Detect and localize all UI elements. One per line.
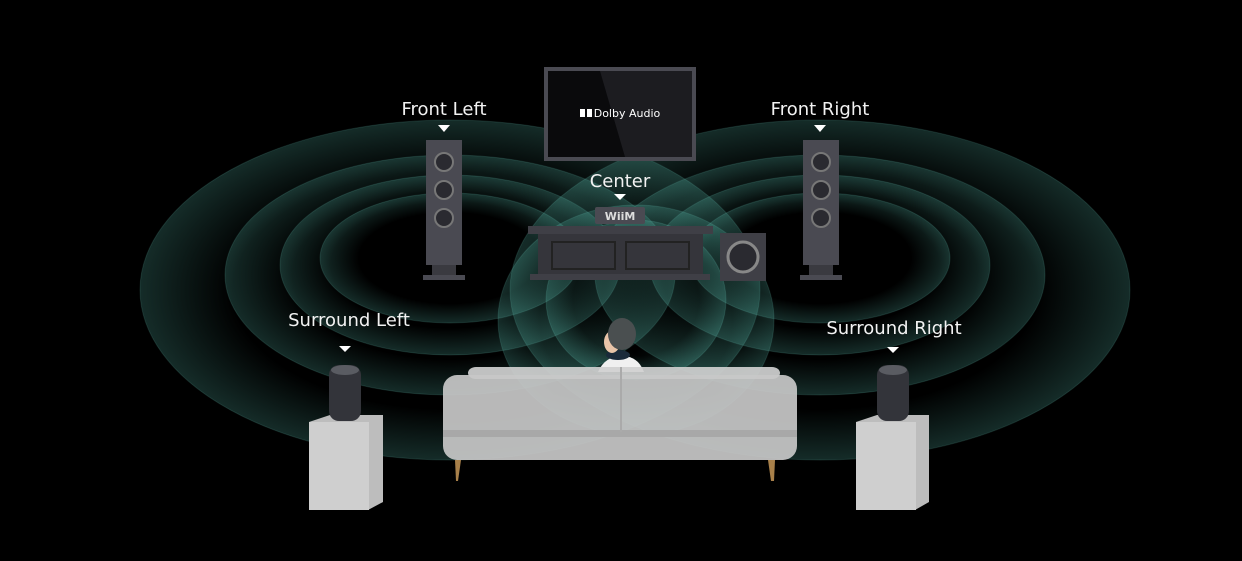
surround-left-speaker [309,365,383,510]
center-soundbar: WiiM [595,207,645,224]
dolby-audio-logo: Dolby Audio [594,107,661,120]
wiim-logo: WiiM [605,210,636,223]
surround-right-label: Surround Right [826,318,961,339]
tv: Dolby Audio [544,67,696,161]
front-left-speaker [423,140,465,280]
center-label: Center [590,171,651,192]
surround-right-speaker [856,365,929,510]
tv-cabinet [528,226,713,280]
dolby-logo-icon [580,109,592,117]
front-left-marker-icon [438,125,450,132]
center-marker-icon [614,194,626,200]
surround-left-label: Surround Left [288,310,410,331]
sofa [443,367,797,481]
front-right-marker-icon [814,125,826,132]
surround-left-marker-icon [339,346,351,352]
front-right-label: Front Right [771,99,870,120]
subwoofer [720,233,766,281]
front-right-speaker [800,140,842,280]
front-left-label: Front Left [401,99,486,120]
surround-right-marker-icon [887,347,899,353]
